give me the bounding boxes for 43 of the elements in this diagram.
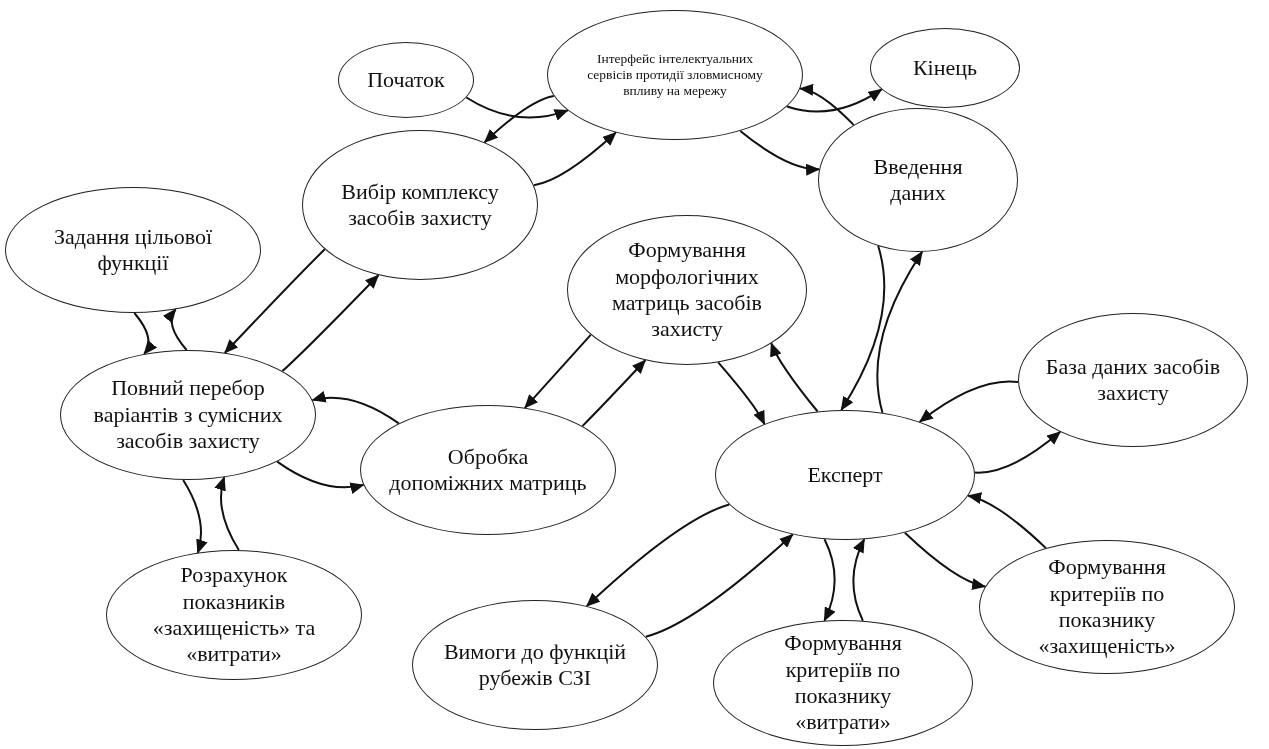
arrow [973,430,1062,474]
arrow [903,531,987,590]
arrow [840,245,886,411]
node-label: Вимоги до функцій рубежів СЗІ [442,638,628,692]
arrow [644,533,794,638]
arrow [133,312,157,355]
arrow [281,274,380,373]
node-label: Інтерфейс інтелектуальних сервісів протидії зловмисному впливу на мережу [586,50,764,100]
arrow [532,131,617,187]
arrow [770,342,819,413]
arrow [163,308,188,351]
arrow [465,96,569,121]
node-label: Кінець [911,54,979,82]
node-label: Розрахунок показників «захищеність» та «витрати» [151,562,317,668]
arrow [786,88,883,113]
arrow [799,84,855,126]
arrow [214,476,240,551]
arrow [852,538,866,622]
arrow [918,380,1020,423]
arrow [823,538,836,622]
arrow [523,333,592,409]
node-label: Формування морфологічних матриць засобів захисту [611,237,763,343]
node-label: Експерт [806,461,884,489]
arrow [182,479,208,554]
node-label: Формування критеріїв по показнику «захищеність» [1037,554,1177,660]
arrow [739,129,821,175]
arrow [223,248,326,354]
node-label: Повний перебор варіантів з сумісних засобів захисту [92,375,284,455]
node-label: Задання цільової функції [52,223,214,277]
node-label: База даних засобів захисту [1044,353,1222,407]
node-label: Обробка допоміжних матриць [388,443,588,497]
node-label: Формування критеріїв по показнику «витрати» [783,630,903,736]
arrow [483,95,555,144]
node-label: Вибір комплексу засобів захисту [340,178,500,232]
node-label: Введення даних [872,153,964,207]
arrow [311,391,400,425]
arrow [581,359,647,428]
arrow [585,503,731,607]
arrow [967,492,1047,550]
node-label: Початок [366,66,446,94]
arrow [876,250,924,414]
arrow [276,460,365,494]
arrow [717,361,766,425]
